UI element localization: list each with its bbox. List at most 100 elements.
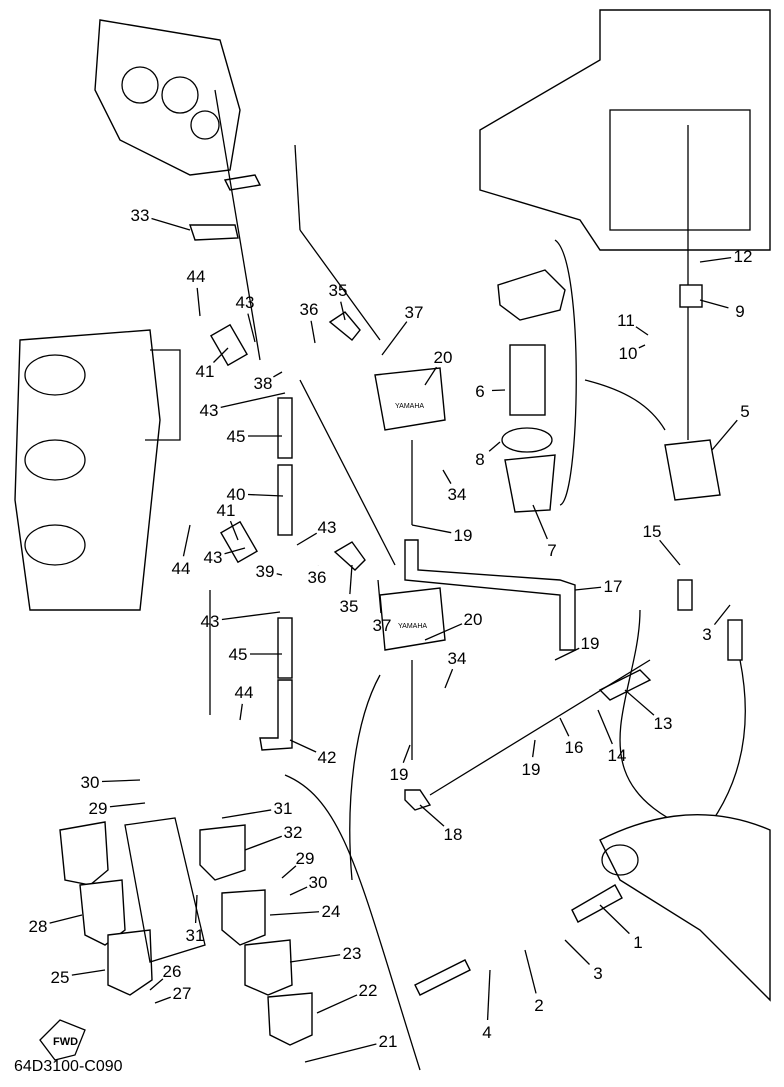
part-callout-10: 10	[619, 344, 638, 363]
part-callout-19: 19	[390, 765, 409, 784]
leader-line	[597, 709, 613, 745]
leader-line	[574, 586, 602, 591]
leader-line	[564, 939, 590, 965]
part-callout-19: 19	[581, 634, 600, 653]
part-callout-7: 7	[547, 541, 556, 560]
leader-line	[699, 299, 729, 309]
leader-line	[442, 469, 452, 484]
leader-line	[411, 524, 452, 534]
lower-unit-part	[599, 814, 771, 1002]
part-callout-36: 36	[308, 568, 327, 587]
part-callout-17: 17	[604, 577, 623, 596]
part-callout-41: 41	[217, 501, 236, 520]
leader-line	[296, 532, 318, 546]
part-callout-37: 37	[405, 303, 424, 322]
fuel-pump-part: YAMAHA YAMAHA	[374, 367, 446, 651]
part-callout-23: 23	[343, 944, 362, 963]
leader-line	[524, 949, 537, 994]
part-callout-43: 43	[236, 293, 255, 312]
leader-line	[659, 539, 681, 566]
assembly-lines	[209, 89, 651, 796]
leader-line	[196, 287, 201, 317]
leader-line	[289, 739, 317, 753]
leader-line	[304, 1043, 377, 1063]
leader-line	[316, 994, 358, 1014]
leader-line	[488, 441, 501, 452]
leader-line	[340, 301, 346, 321]
part-callout-24: 24	[322, 902, 341, 921]
leader-line	[154, 996, 171, 1004]
leader-line	[71, 969, 106, 976]
leader-line	[221, 611, 281, 621]
cylinder-head-part	[94, 19, 241, 176]
part-callout-32: 32	[284, 823, 303, 842]
part-callout-26: 26	[163, 962, 182, 981]
part-callout-3: 3	[702, 625, 711, 644]
part-callout-5: 5	[740, 402, 749, 421]
leader-line	[151, 217, 191, 231]
leader-line	[273, 371, 283, 378]
leader-line	[486, 969, 491, 1021]
part-callout-35: 35	[340, 597, 359, 616]
leader-line	[711, 419, 738, 451]
leader-line	[244, 835, 282, 851]
part-callout-20: 20	[464, 610, 483, 629]
leader-line	[559, 717, 570, 737]
part-callout-44: 44	[187, 267, 206, 286]
part-callout-13: 13	[654, 714, 673, 733]
crankcase-part	[14, 329, 181, 611]
part-callout-39: 39	[256, 562, 275, 581]
leader-line	[599, 904, 630, 935]
part-callout-16: 16	[565, 738, 584, 757]
part-callout-34: 34	[448, 485, 467, 504]
part-callout-38: 38	[254, 374, 273, 393]
part-callout-30: 30	[309, 873, 328, 892]
part-callout-22: 22	[359, 981, 378, 1000]
leader-line	[402, 744, 411, 764]
part-callout-34: 34	[448, 649, 467, 668]
part-callout-4: 4	[482, 1023, 491, 1042]
leader-line	[101, 779, 141, 783]
part-callout-44: 44	[235, 683, 254, 702]
leader-line	[381, 321, 408, 356]
leader-line	[699, 257, 732, 263]
pump-kit-part: FWD	[39, 674, 421, 1071]
leader-line	[281, 865, 297, 879]
leader-line	[224, 547, 246, 555]
part-callout-19: 19	[522, 760, 541, 779]
leader-line	[194, 894, 198, 924]
leader-line	[424, 366, 438, 386]
gasket-part	[189, 174, 262, 241]
part-callout-14: 14	[608, 746, 627, 765]
hoses	[210, 311, 746, 996]
part-callout-2: 2	[534, 996, 543, 1015]
leader-line	[213, 347, 229, 363]
part-callout-29: 29	[89, 799, 108, 818]
part-callout-35: 35	[329, 281, 348, 300]
leader-line	[229, 520, 239, 541]
part-callout-15: 15	[643, 522, 662, 541]
part-callout-43: 43	[318, 518, 337, 537]
part-callout-36: 36	[300, 300, 319, 319]
leader-line	[182, 524, 191, 557]
leader-line	[377, 579, 382, 614]
pump-brand-text: YAMAHA	[395, 403, 424, 410]
part-callout-41: 41	[196, 362, 215, 381]
part-callout-43: 43	[200, 401, 219, 420]
leader-line	[624, 689, 655, 716]
leader-line	[419, 804, 445, 827]
leader-line	[349, 564, 353, 595]
leader-line	[491, 389, 506, 392]
part-callout-37: 37	[373, 616, 392, 635]
leader-line	[531, 739, 536, 758]
part-callout-18: 18	[444, 825, 463, 844]
leader-line	[269, 911, 320, 916]
leader-line	[221, 809, 272, 819]
leader-line	[638, 344, 646, 349]
part-callout-8: 8	[475, 450, 484, 469]
leader-line	[247, 493, 284, 497]
part-callout-29: 29	[296, 849, 315, 868]
leader-line	[149, 978, 164, 991]
